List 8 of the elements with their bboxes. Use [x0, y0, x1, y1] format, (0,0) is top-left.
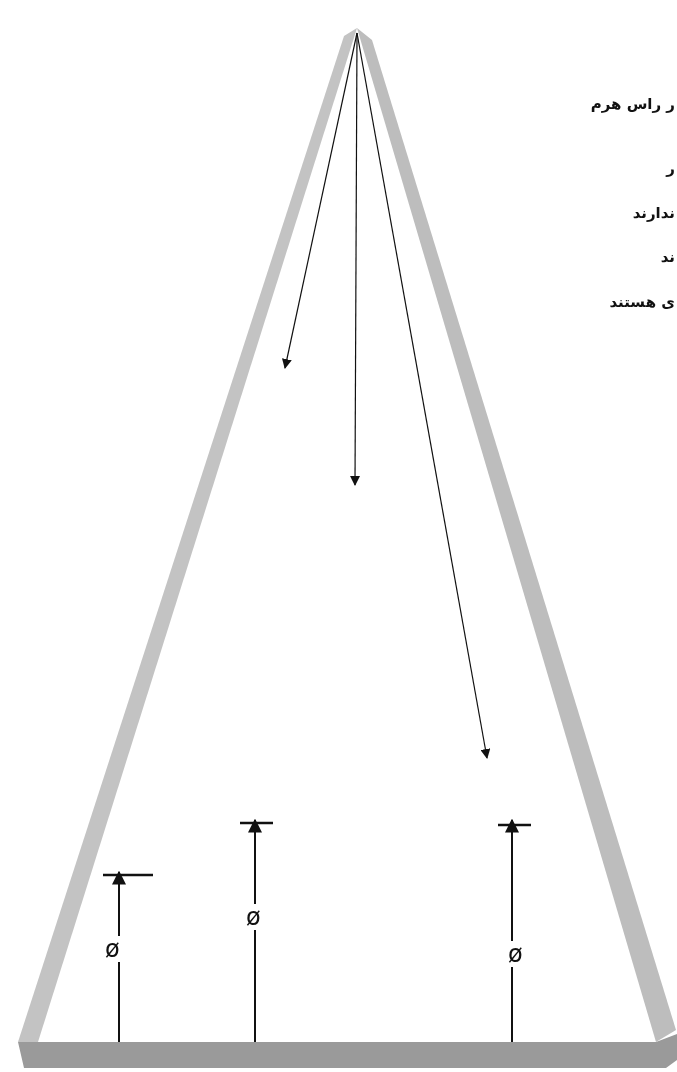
- phi-symbol: ø: [246, 904, 261, 930]
- phi-symbol: ø: [508, 941, 523, 967]
- annotation-text: ندارند: [632, 203, 675, 223]
- annotation-text: ند: [660, 247, 675, 267]
- phi-symbol: ø: [105, 936, 120, 962]
- annotation-text: ر راس هرم: [590, 94, 675, 114]
- annotation-text: ر: [666, 158, 675, 178]
- annotation-text: ی هستند: [609, 292, 675, 312]
